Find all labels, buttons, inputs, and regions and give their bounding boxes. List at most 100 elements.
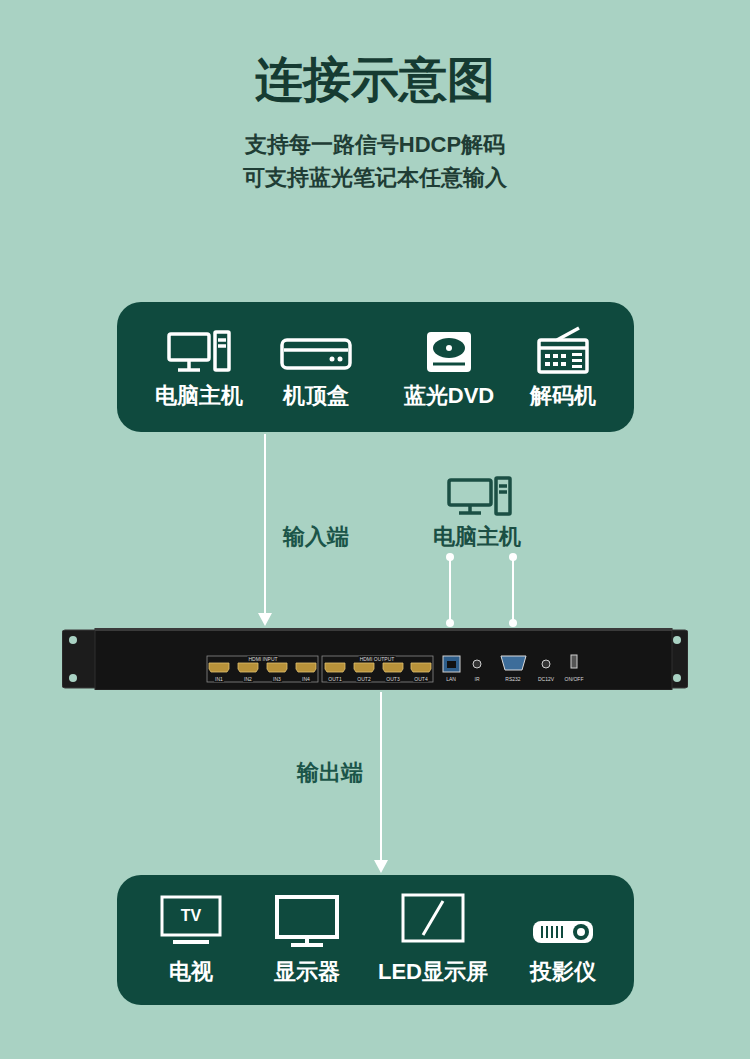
connector-line <box>512 554 514 626</box>
source-icons <box>117 302 634 432</box>
line-shape <box>305 937 309 943</box>
subtitle: 支持每一路信号HDCP解码 <box>245 132 505 158</box>
node-text: HDMI INPUT <box>247 656 278 662</box>
ellipse-shape <box>433 338 465 358</box>
circle-shape <box>330 357 335 362</box>
line-shape <box>173 940 209 944</box>
node-text: OUT3 <box>385 676 400 682</box>
node-text: OUT2 <box>356 676 371 682</box>
display-panel: 电视显示器LED显示屏投影仪TV <box>117 875 634 1005</box>
rect-shape <box>322 656 433 682</box>
g-shape <box>209 663 431 672</box>
line-shape <box>433 363 465 366</box>
arrowhead <box>258 613 272 626</box>
hdmi-port <box>383 663 403 672</box>
circle-shape <box>446 345 452 351</box>
hdmi-port <box>411 663 431 672</box>
node-text: 电脑主机 <box>155 383 243 409</box>
g-shape <box>542 926 562 938</box>
connector-line <box>264 434 266 614</box>
node-text: IN4 <box>301 676 311 682</box>
rect-shape <box>539 340 587 372</box>
rect-shape <box>443 656 460 672</box>
line-shape <box>218 344 226 348</box>
rect-shape <box>496 478 510 514</box>
node-text: LED显示屏 <box>378 959 488 985</box>
hdmi-port <box>209 663 229 672</box>
line-shape <box>556 926 558 938</box>
line-shape <box>551 926 553 938</box>
rect-shape <box>449 480 491 505</box>
line-shape <box>284 348 348 352</box>
circle-shape <box>673 636 681 644</box>
g-shape <box>162 895 463 945</box>
rect-shape <box>427 332 471 372</box>
circle-shape <box>542 660 550 668</box>
rect-shape <box>447 661 456 668</box>
line-shape <box>546 926 548 938</box>
rect-shape <box>553 362 558 366</box>
line-shape <box>291 943 323 947</box>
node-text: IN3 <box>272 676 282 682</box>
title: 连接示意图 <box>255 51 495 109</box>
connector <box>509 553 517 627</box>
line-shape <box>539 346 587 350</box>
edge-label: 输入端 <box>283 524 349 550</box>
rect-shape <box>403 895 463 941</box>
node-text: 电视 <box>169 959 213 985</box>
line-shape <box>557 328 579 340</box>
rect-shape <box>572 359 582 362</box>
line-shape <box>218 338 226 342</box>
node-text: 机顶盒 <box>283 383 349 409</box>
hdmi-port <box>325 663 345 672</box>
rect-shape <box>571 655 577 668</box>
node-text: HDMI OUTPUT <box>359 656 396 662</box>
g-shape <box>169 328 587 372</box>
hdmi-port <box>296 663 316 672</box>
matrix-device: HDMI INPUTIN1IN2IN3IN4HDMI OUTPUTOUT1OUT… <box>62 628 688 690</box>
g-shape <box>330 332 583 372</box>
line-shape <box>499 484 507 488</box>
rect-shape <box>95 628 672 690</box>
hdmi-port <box>354 663 374 672</box>
rect-shape <box>282 340 350 368</box>
node-text: OUT4 <box>413 676 428 682</box>
circle-shape <box>69 674 77 682</box>
icon-text: TV <box>181 906 201 925</box>
rect-shape <box>207 656 318 682</box>
rect-shape <box>215 332 229 370</box>
source-panel: 电脑主机机顶盒蓝光DVD解码机 <box>117 302 634 432</box>
connector <box>446 553 454 627</box>
rect-shape <box>545 362 550 366</box>
circle-shape <box>473 660 481 668</box>
line-shape <box>468 505 472 512</box>
line-shape <box>459 511 481 515</box>
connector-line <box>380 692 382 861</box>
line-shape <box>423 901 443 935</box>
rect-shape <box>553 354 558 358</box>
line-shape <box>499 490 507 494</box>
node-text: IR <box>474 676 481 682</box>
circle-shape <box>338 357 343 362</box>
node-text: 显示器 <box>274 959 340 985</box>
rect-shape <box>533 921 593 943</box>
node-text: IN1 <box>214 676 224 682</box>
subtitle: 可支持蓝光笔记本任意输入 <box>243 165 507 191</box>
node-text: DC12V <box>537 676 555 682</box>
connector-line <box>449 554 451 626</box>
node-text: RS232 <box>504 676 521 682</box>
circle-shape <box>673 674 681 682</box>
path-shape <box>501 656 526 670</box>
node-text: IN2 <box>243 676 253 682</box>
rect-shape <box>572 353 582 356</box>
line-shape <box>541 926 543 938</box>
computer-host: 电脑主机 <box>420 474 535 552</box>
node-text: LAN <box>445 676 457 682</box>
connector-dot <box>509 553 517 561</box>
g-shape <box>207 656 433 682</box>
rect-shape <box>561 362 566 366</box>
hdmi-port <box>267 663 287 672</box>
circle-shape <box>577 928 585 936</box>
